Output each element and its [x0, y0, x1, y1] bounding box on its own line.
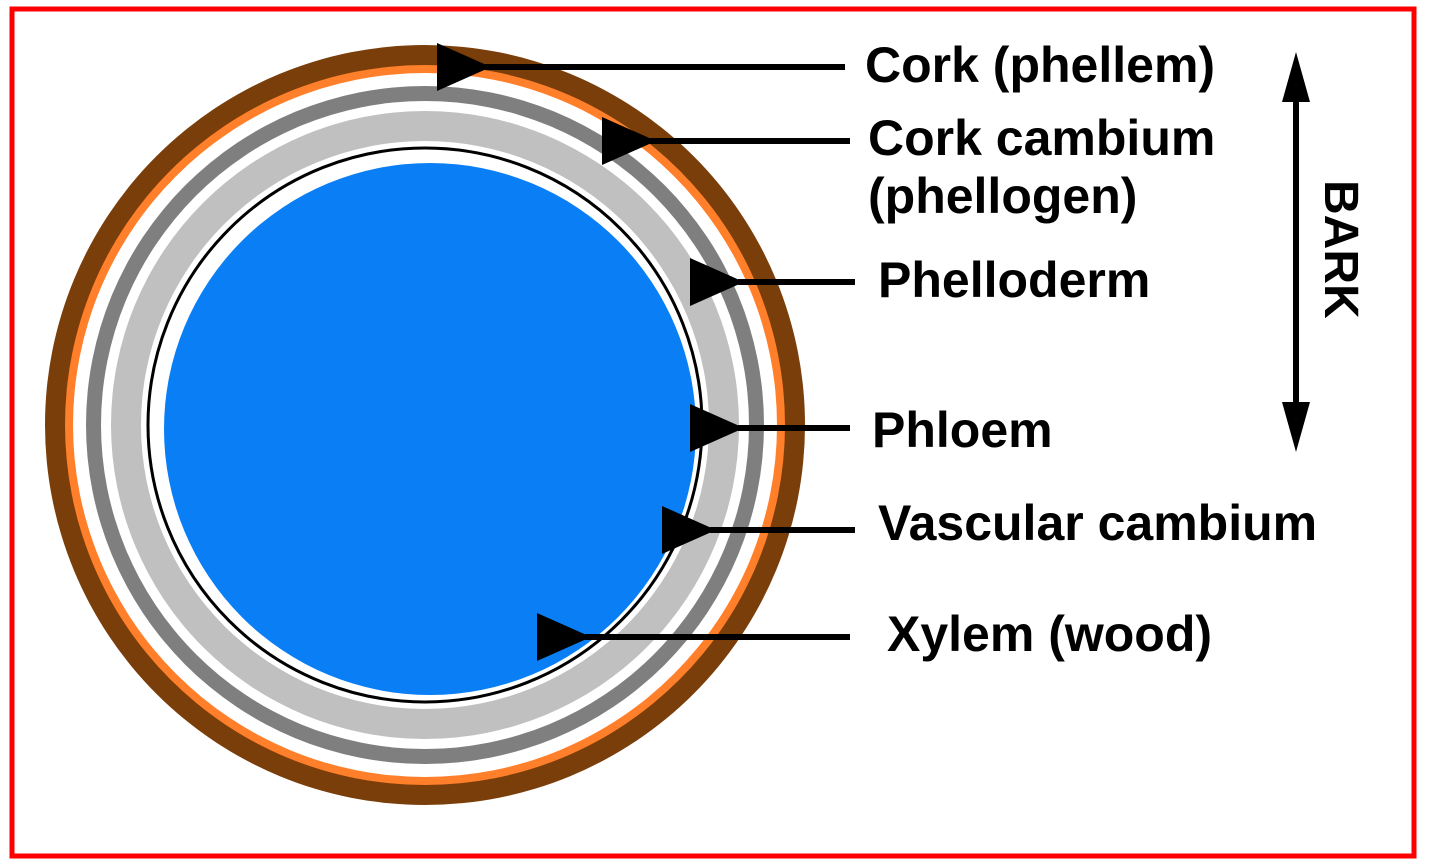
label-cork: Cork (phellem) [865, 37, 1215, 93]
label-bark: BARK [1314, 180, 1367, 319]
bark-arrow-top-head [1282, 52, 1310, 102]
stem-rings [45, 45, 805, 805]
label-arrows [437, 43, 855, 661]
label-vascular-cambium: Vascular cambium [878, 495, 1317, 551]
label-xylem: Xylem (wood) [887, 606, 1212, 662]
label-cork-cambium-line1: Cork cambium [868, 110, 1215, 166]
xylem-core [164, 163, 696, 695]
label-cork-cambium-line2: (phellogen) [868, 168, 1137, 224]
bark-extent: BARK [1282, 52, 1367, 452]
layer-labels: Cork (phellem) Cork cambium (phellogen) … [865, 37, 1317, 662]
label-phloem: Phloem [872, 402, 1053, 458]
label-phelloderm: Phelloderm [878, 252, 1150, 308]
bark-arrow-bottom-head [1282, 402, 1310, 452]
